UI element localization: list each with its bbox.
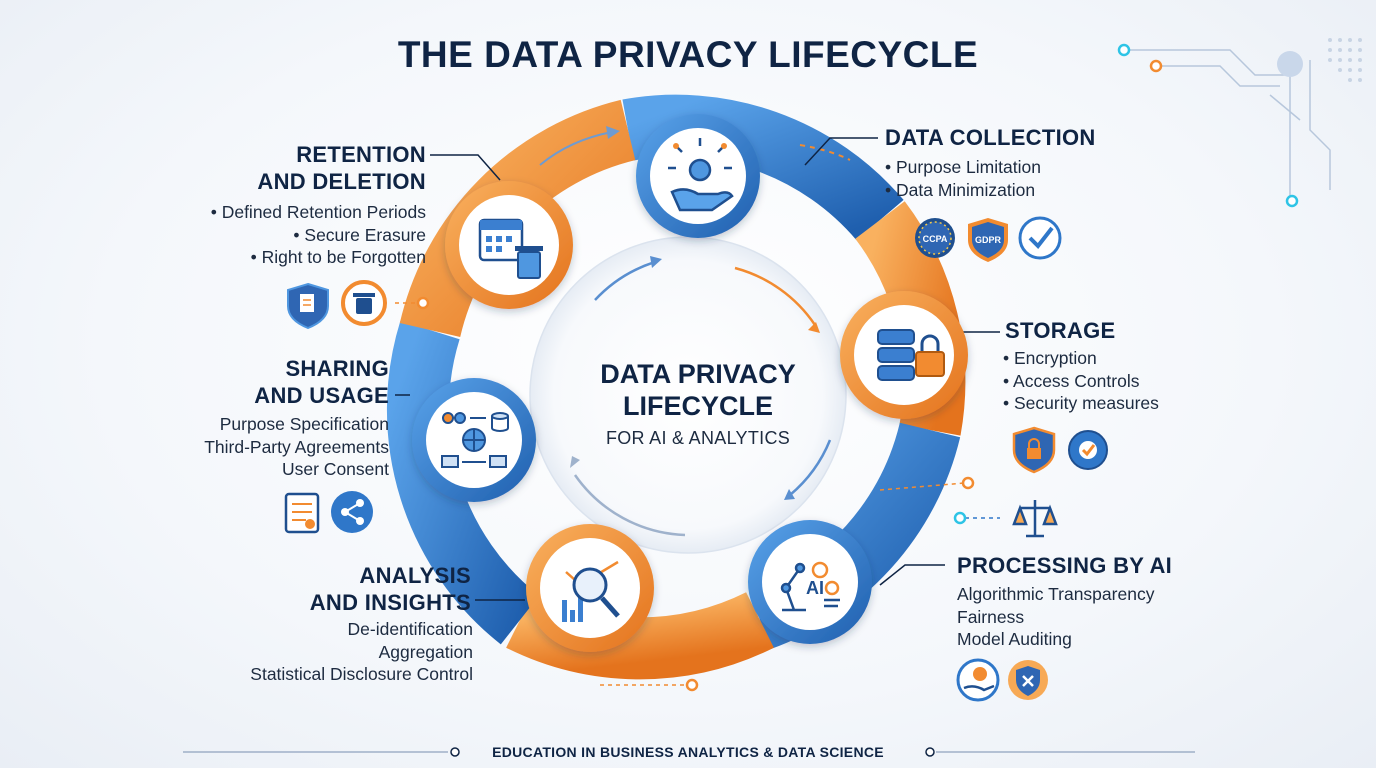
sharing-bullet: Purpose Specification <box>219 414 389 434</box>
calendar-trash-icon <box>478 218 543 279</box>
gdpr-badge-label: GDPR <box>975 235 1002 245</box>
processing-title: PROCESSING BY AI <box>957 553 1173 578</box>
retention-bullet: Right to be Forgotten <box>211 246 426 269</box>
retention-bullet: Defined Retention Periods <box>211 201 426 224</box>
analysis-bullet: Statistical Disclosure Control <box>250 664 473 684</box>
sharing-bullet: User Consent <box>282 459 389 479</box>
circuit-decoration <box>1130 49 1331 200</box>
retention-bullet: Secure Erasure <box>211 224 426 247</box>
ccpa-badge-label: CCPA <box>923 234 948 244</box>
center-subtitle: FOR AI & ANALYTICS <box>605 428 791 448</box>
center-title: DATA PRIVACY LIFECYCLE <box>558 358 838 422</box>
storage-bullet: Encryption <box>1003 347 1159 370</box>
inner-arrows <box>573 260 832 537</box>
money-hand-icon <box>956 658 1000 702</box>
analysis-bullet: Aggregation <box>378 641 473 662</box>
gear-shield-icon <box>1068 430 1108 470</box>
share-icon <box>331 491 373 533</box>
sharing-bullet: Third-Party Agreements <box>204 436 389 457</box>
ring-segment-sharing <box>386 320 540 645</box>
connector-lines <box>395 137 1000 601</box>
collection-bullet: Data Minimization <box>885 179 1041 202</box>
hand-bulb-icon <box>668 138 734 212</box>
analysis-title: ANALYSIS AND INSIGHTS <box>310 562 471 616</box>
sharing-bullets: Purpose Specification Third-Party Agreem… <box>204 413 389 481</box>
storage-bullet: Access Controls <box>1003 370 1159 393</box>
analysis-bullet: De-identification <box>347 619 473 639</box>
processing-bullet: Fairness <box>957 606 1025 627</box>
document-icon <box>284 492 320 534</box>
x-shield-icon <box>1008 660 1048 700</box>
database-lock-icon <box>877 329 945 381</box>
retention-title: RETENTION AND DELETION <box>257 141 426 195</box>
collection-bullet: Purpose Limitation <box>885 156 1041 179</box>
sharing-title: SHARING AND USAGE <box>254 355 389 409</box>
page-title: THE DATA PRIVACY LIFECYCLE <box>397 34 979 75</box>
share-network-icon <box>441 412 509 468</box>
sharing-title-line2: AND USAGE <box>254 383 389 408</box>
processing-bullet: Model Auditing <box>957 629 1072 649</box>
retention-bullets: Defined Retention Periods Secure Erasure… <box>211 201 426 269</box>
center-title-line2: LIFECYCLE <box>622 391 773 421</box>
footer-text: EDUCATION IN BUSINESS ANALYTICS & DATA S… <box>492 744 884 760</box>
collection-bullets: Purpose Limitation Data Minimization <box>885 156 1041 201</box>
sharing-title-line1: SHARING <box>285 356 389 381</box>
outer-guide-arrows <box>539 131 851 166</box>
ai-icon-label: AI <box>806 578 824 598</box>
lock-shield-icon <box>1012 426 1056 474</box>
storage-bullets: Encryption Access Controls Security meas… <box>1003 347 1159 415</box>
analysis-title-line1: ANALYSIS <box>359 563 471 588</box>
trash-circle-icon <box>341 280 387 326</box>
circuit-dots <box>1277 38 1362 82</box>
gdpr-shield-badge <box>968 218 1008 262</box>
magnifier-chart-icon <box>562 560 620 622</box>
retention-title-line2: AND DELETION <box>257 169 426 194</box>
storage-bullet: Security measures <box>1003 392 1159 415</box>
scales-icon <box>1012 500 1058 538</box>
document-shield-icon <box>287 282 329 330</box>
processing-bullet: Algorithmic Transparency <box>957 584 1155 604</box>
check-shield-icon <box>1018 216 1062 260</box>
robot-arm-icon <box>780 561 840 612</box>
center-title-line1: DATA PRIVACY <box>600 359 796 389</box>
ccpa-badge <box>915 218 955 258</box>
dashed-connectors <box>395 302 966 686</box>
retention-title-line1: RETENTION <box>296 142 426 167</box>
collection-title: DATA COLLECTION <box>885 125 1096 150</box>
analysis-title-line2: AND INSIGHTS <box>309 590 471 615</box>
storage-title: STORAGE <box>1005 318 1116 343</box>
analysis-bullets: De-identification Aggregation Statistica… <box>250 618 473 686</box>
processing-bullets: Algorithmic Transparency Fairness Model … <box>957 583 1154 651</box>
